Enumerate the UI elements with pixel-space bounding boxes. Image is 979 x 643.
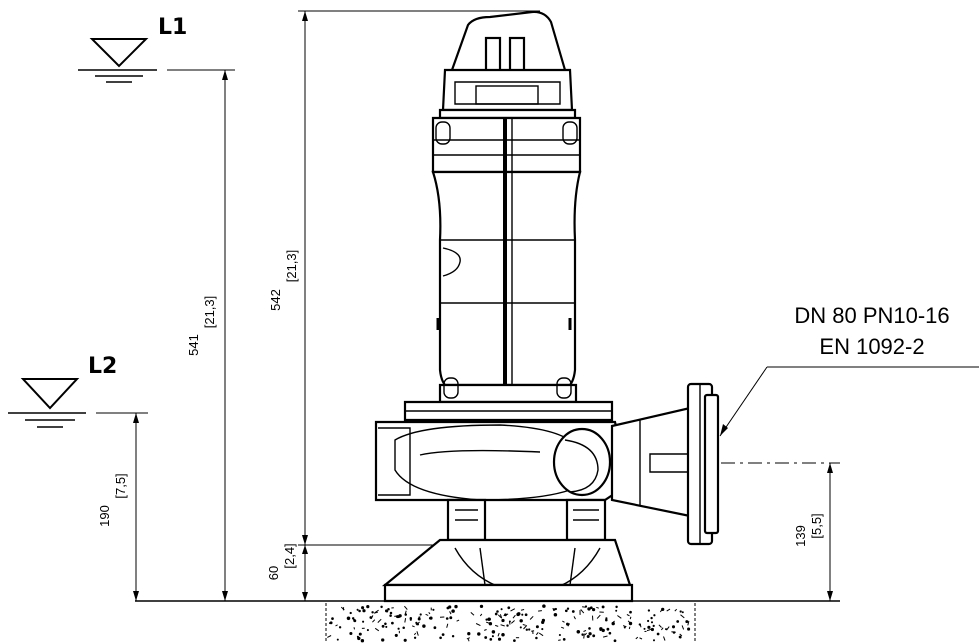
dim-total-height-mm: 542	[268, 289, 283, 311]
flange-callout-line1: DN 80 PN10-16	[794, 303, 949, 328]
level-l1-marker	[78, 38, 235, 83]
level-l2-marker	[8, 378, 148, 428]
dim-l1-height	[222, 70, 228, 601]
dim-outlet-height-in: [5,5]	[809, 513, 824, 538]
dim-outlet-height-mm: 139	[793, 525, 808, 547]
dim-foot-height-in: [2,4]	[282, 543, 297, 568]
dim-l2-height-mm: 190	[97, 505, 112, 527]
dim-l1-height-mm: 541	[186, 334, 201, 356]
flange-callout-line2: EN 1092-2	[819, 334, 924, 359]
level-l1-label: L1	[158, 15, 187, 40]
dim-foot-height	[298, 544, 450, 601]
dim-total-height-in: [21,3]	[284, 250, 299, 283]
flange-callout-leader	[719, 366, 979, 437]
pump-drawing	[374, 10, 720, 603]
dim-l2-height-in: [7,5]	[113, 473, 128, 498]
concrete-foundation	[325, 603, 696, 643]
dim-total-height	[298, 10, 540, 545]
dim-l2-height	[133, 413, 139, 601]
dim-l1-height-in: [21,3]	[202, 296, 217, 329]
level-l2-label: L2	[88, 354, 117, 379]
lifting-handle	[450, 10, 567, 71]
dim-foot-height-mm: 60	[266, 566, 281, 580]
